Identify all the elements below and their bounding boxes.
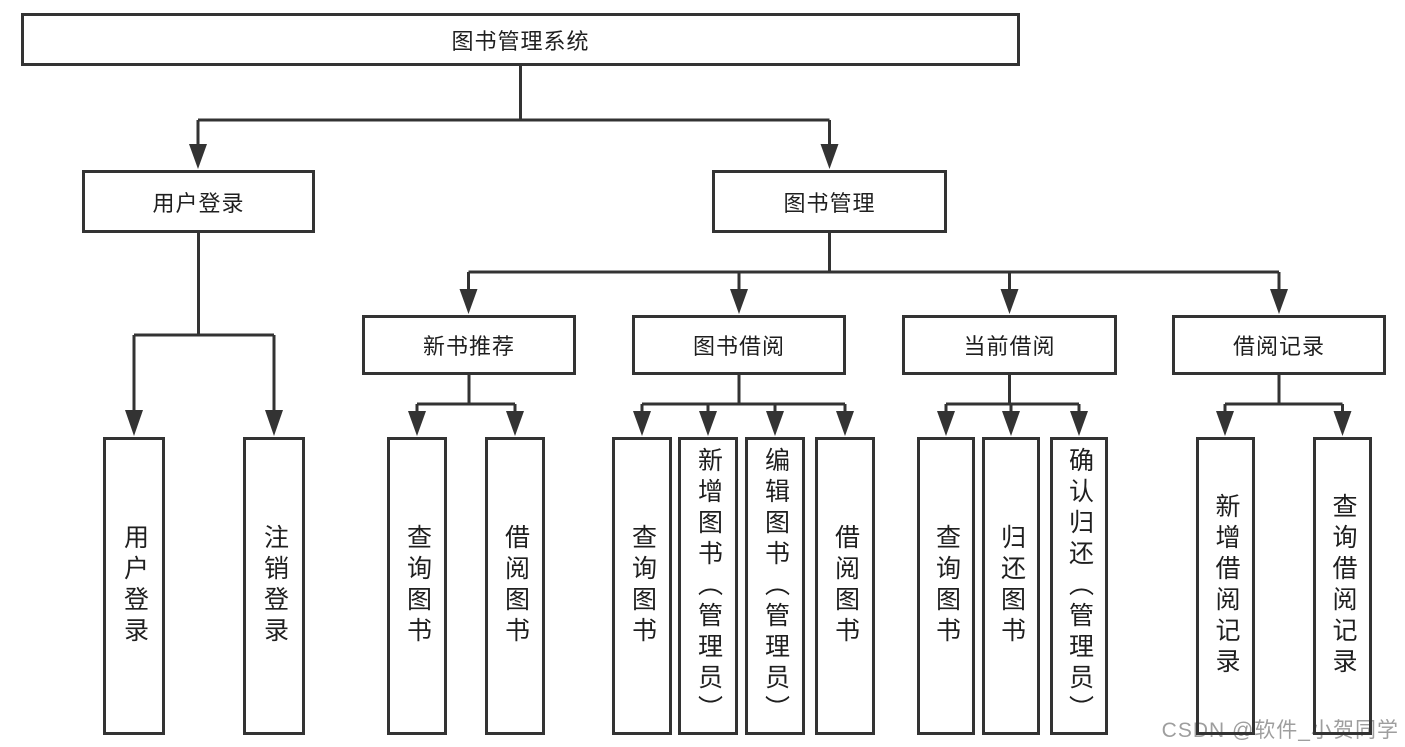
leaf-query-books-recommend: 查询图书 (387, 437, 447, 735)
leaf-borrow-books-recommend: 借阅图书 (485, 437, 545, 735)
leaf-logout: 注销登录 (243, 437, 305, 735)
leaf-add-borrow-record: 新增借阅记录 (1196, 437, 1255, 735)
leaf-user-login: 用户登录 (103, 437, 165, 735)
edge-root-to-level2 (189, 66, 839, 169)
edge-borrow-records-to-leaves (1216, 375, 1352, 436)
node-user-login: 用户登录 (82, 170, 315, 233)
node-root: 图书管理系统 (21, 13, 1020, 66)
leaf-query-books-borrow: 查询图书 (612, 437, 672, 735)
node-book-management: 图书管理 (712, 170, 947, 233)
edge-book-borrow-to-leaves (633, 375, 854, 436)
leaf-return-books: 归还图书 (982, 437, 1040, 735)
node-borrow-records: 借阅记录 (1172, 315, 1386, 375)
leaf-borrow-books: 借阅图书 (815, 437, 875, 735)
leaf-query-books-current: 查询图书 (917, 437, 975, 735)
leaf-confirm-return-admin: 确认归还（管理员） (1050, 437, 1108, 735)
leaf-add-books-admin: 新增图书（管理员） (678, 437, 738, 735)
edge-user-login-to-leaves (125, 233, 283, 436)
node-current-borrow: 当前借阅 (902, 315, 1117, 375)
edge-new-book-recommend-to-leaves (408, 375, 524, 436)
edge-current-borrow-to-leaves (937, 375, 1088, 436)
leaf-query-borrow-record: 查询借阅记录 (1313, 437, 1372, 735)
csdn-watermark: CSDN @软件_小贺同学 (1161, 719, 1399, 742)
node-new-book-recommend: 新书推荐 (362, 315, 576, 375)
leaf-edit-books-admin: 编辑图书（管理员） (745, 437, 805, 735)
node-book-borrow: 图书借阅 (632, 315, 846, 375)
edge-book-management-to-level3 (459, 233, 1288, 314)
